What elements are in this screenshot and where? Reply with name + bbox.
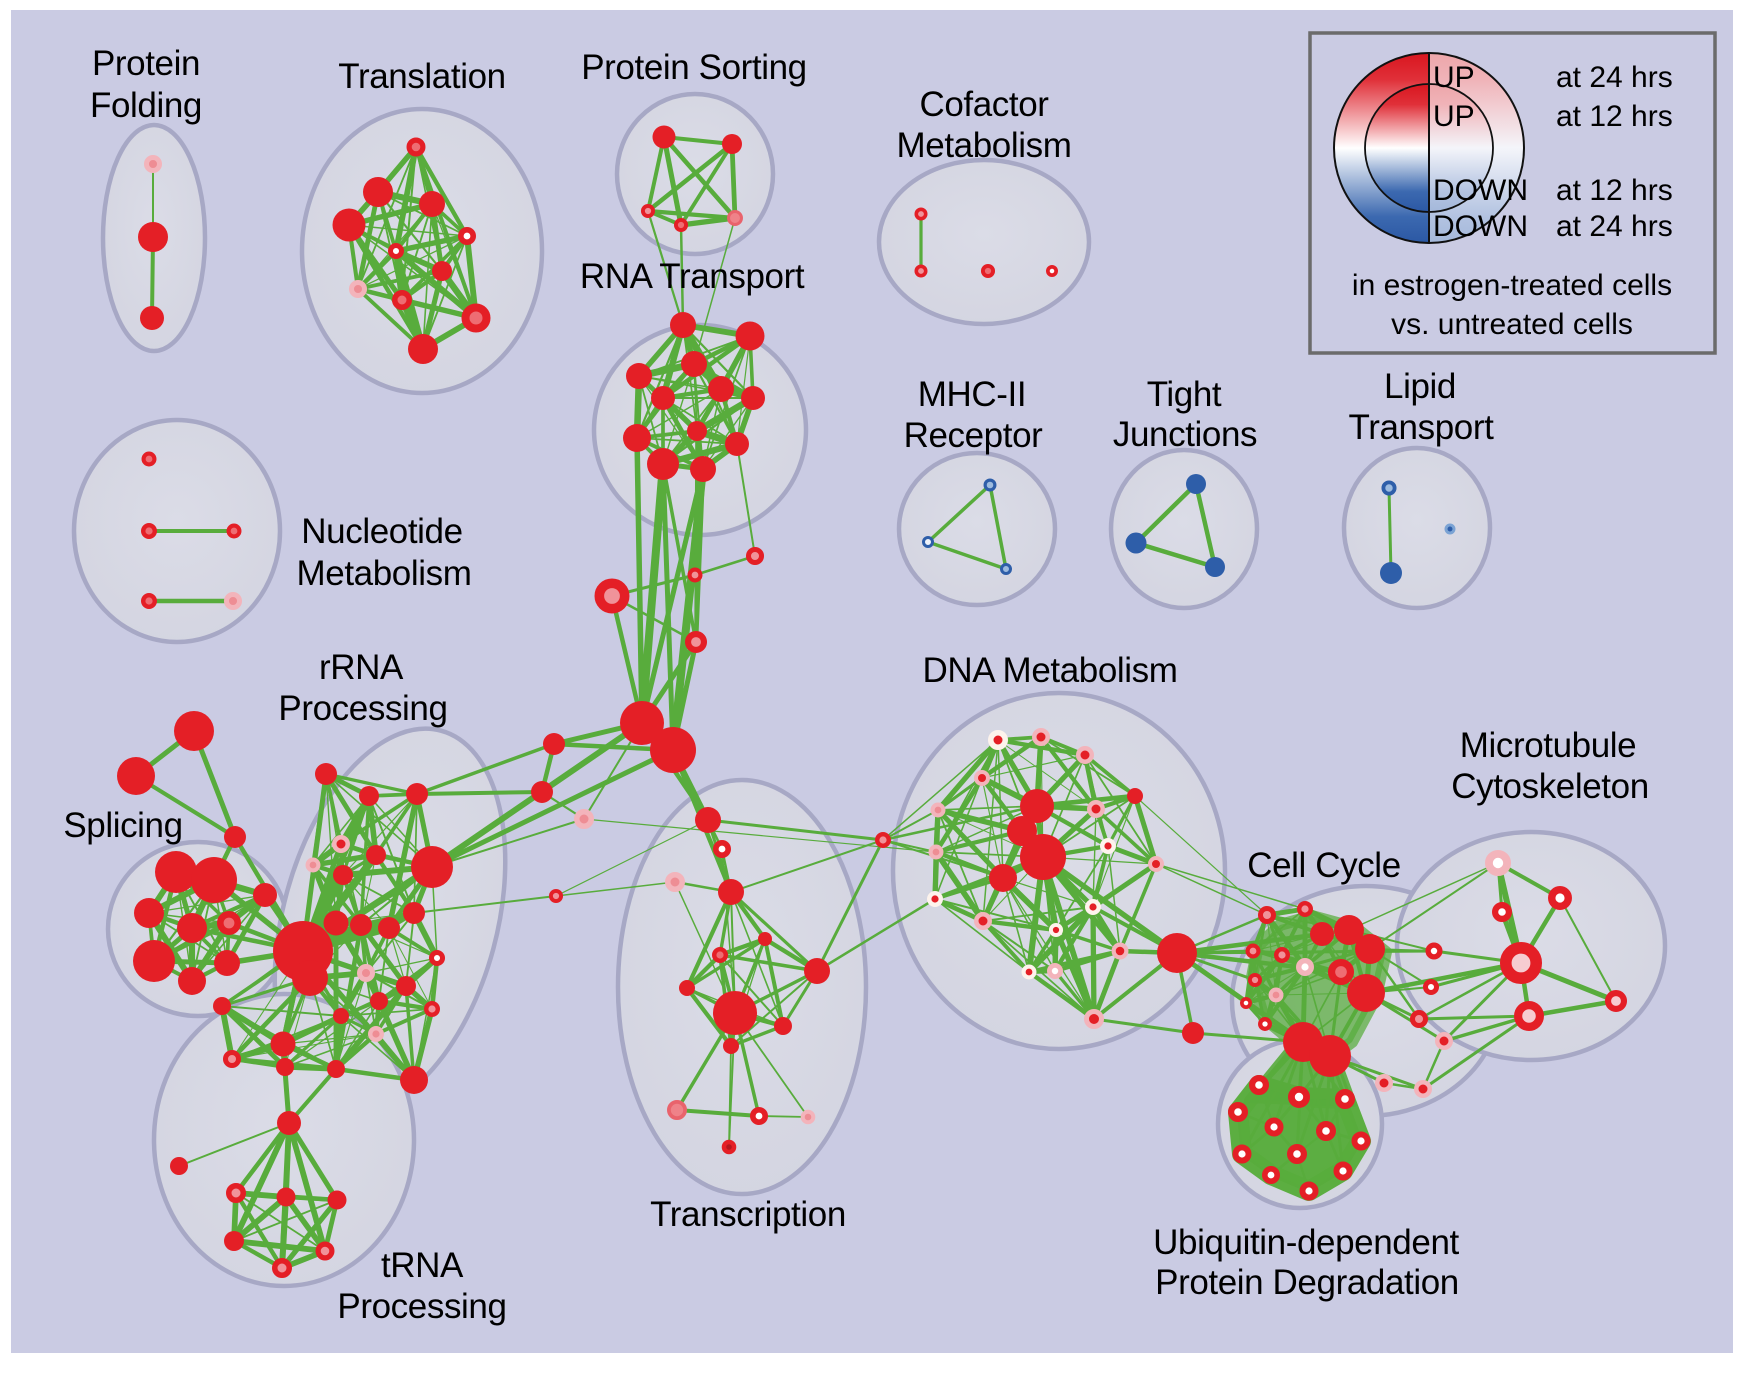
svg-text:Protein Sorting: Protein Sorting: [581, 48, 807, 87]
svg-text:Cytoskeleton: Cytoskeleton: [1451, 767, 1649, 806]
svg-text:Cell Cycle: Cell Cycle: [1247, 846, 1401, 885]
svg-text:at 24 hrs: at 24 hrs: [1556, 61, 1673, 94]
svg-text:rRNA: rRNA: [319, 648, 404, 687]
svg-text:Processing: Processing: [278, 689, 447, 728]
svg-text:Splicing: Splicing: [63, 806, 182, 845]
svg-text:Tight: Tight: [1147, 375, 1222, 414]
svg-text:UP: UP: [1433, 61, 1475, 94]
svg-text:at 24 hrs: at 24 hrs: [1556, 210, 1673, 243]
svg-text:Nucleotide: Nucleotide: [301, 512, 462, 551]
svg-text:Protein: Protein: [92, 44, 200, 83]
svg-text:Transcription: Transcription: [650, 1195, 846, 1234]
svg-text:Ubiquitin-dependent: Ubiquitin-dependent: [1153, 1223, 1459, 1262]
svg-text:at 12 hrs: at 12 hrs: [1556, 100, 1673, 133]
svg-text:RNA Transport: RNA Transport: [580, 257, 805, 296]
svg-text:in estrogen-treated cells: in estrogen-treated cells: [1352, 269, 1672, 302]
svg-text:vs. untreated cells: vs. untreated cells: [1391, 308, 1633, 341]
svg-text:UP: UP: [1433, 100, 1475, 133]
svg-text:DOWN: DOWN: [1433, 174, 1528, 207]
svg-text:Junctions: Junctions: [1113, 415, 1257, 454]
svg-text:MHC-II: MHC-II: [918, 375, 1026, 414]
svg-text:DOWN: DOWN: [1433, 210, 1528, 243]
svg-text:Translation: Translation: [338, 57, 505, 96]
svg-text:Receptor: Receptor: [904, 416, 1044, 455]
svg-text:Processing: Processing: [337, 1287, 506, 1326]
svg-text:Metabolism: Metabolism: [897, 126, 1072, 165]
svg-text:at 12 hrs: at 12 hrs: [1556, 174, 1673, 207]
svg-text:Transport: Transport: [1349, 408, 1495, 447]
svg-text:DNA Metabolism: DNA Metabolism: [922, 651, 1177, 690]
svg-text:Lipid: Lipid: [1384, 367, 1456, 406]
svg-text:Folding: Folding: [90, 86, 202, 125]
svg-text:Metabolism: Metabolism: [297, 554, 472, 593]
svg-text:Protein Degradation: Protein Degradation: [1155, 1263, 1459, 1302]
svg-text:Microtubule: Microtubule: [1460, 726, 1637, 765]
svg-text:tRNA: tRNA: [381, 1246, 464, 1285]
svg-text:Cofactor: Cofactor: [919, 85, 1049, 124]
